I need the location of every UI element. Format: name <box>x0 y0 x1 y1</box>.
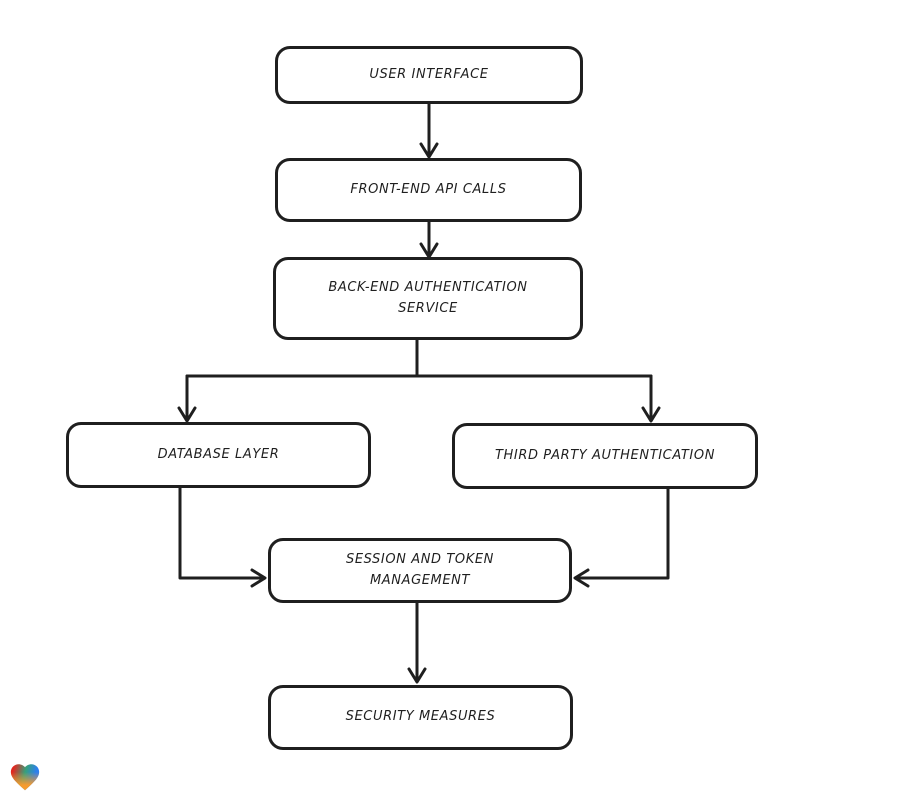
node-label: SESSION AND TOKEN MANAGEMENT <box>345 551 495 588</box>
node-label: USER INTERFACE <box>369 66 489 82</box>
edge-line <box>178 486 265 580</box>
edge-line <box>575 487 670 580</box>
node-session-and-token-management: SESSION AND TOKEN MANAGEMENT <box>268 538 572 603</box>
arrowhead-down-icon <box>177 406 197 423</box>
arrowhead-down-icon <box>641 406 661 423</box>
node-label: FRONT-END API CALLS <box>350 181 507 197</box>
node-user-interface: USER INTERFACE <box>275 46 583 104</box>
node-security-measures: SECURITY MEASURES <box>268 685 573 750</box>
node-database-layer: DATABASE LAYER <box>66 422 371 488</box>
node-label: SECURITY MEASURES <box>345 709 496 725</box>
node-label: THIRD PARTY AUTHENTICATION <box>494 447 716 463</box>
node-label: DATABASE LAYER <box>157 446 280 462</box>
node-back-end-authentication-service: BACK-END AUTHENTICATION SERVICE <box>273 257 583 340</box>
arrowhead-right-icon <box>250 568 267 588</box>
arrowhead-left-icon <box>573 568 590 588</box>
edge-user-interface-to-front-end <box>419 102 439 159</box>
edge-database-to-session <box>178 486 267 588</box>
node-label: BACK-END AUTHENTICATION SERVICE <box>328 279 528 316</box>
arrowhead-down-icon <box>407 667 427 684</box>
edge-session-to-security <box>407 601 427 684</box>
arrowhead-down-icon <box>419 142 439 159</box>
edge-back-end-branch <box>177 338 661 423</box>
node-third-party-authentication: THIRD PARTY AUTHENTICATION <box>452 423 758 489</box>
edge-front-end-to-back-end <box>419 220 439 259</box>
node-front-end-api-calls: FRONT-END API CALLS <box>275 158 582 222</box>
eraser-heart-logo-icon[interactable] <box>8 760 42 794</box>
edge-third-party-to-session <box>573 487 670 588</box>
